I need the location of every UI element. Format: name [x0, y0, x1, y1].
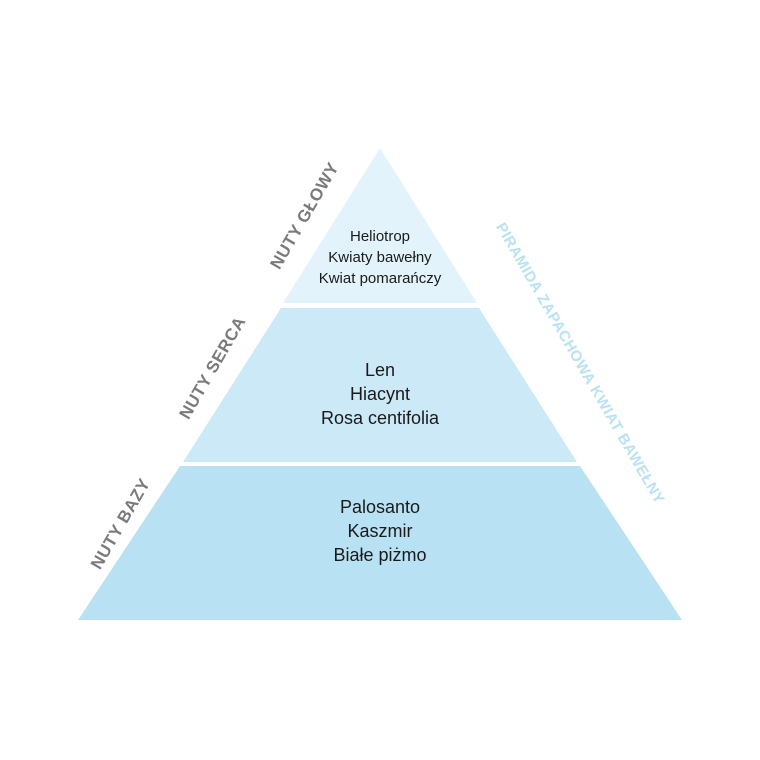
base-notes-list: Palosanto Kaszmir Białe piżmo: [280, 495, 480, 567]
heart-notes-list: Len Hiacynt Rosa centifolia: [280, 358, 480, 430]
heart-note-3: Rosa centifolia: [320, 408, 440, 428]
base-note-2: Kaszmir: [347, 521, 413, 541]
base-note-3: Białe piżmo: [333, 545, 427, 565]
heart-note-1: Len: [364, 360, 396, 380]
pyramid-tier-middle: [183, 308, 577, 462]
pyramid-tier-base: [78, 466, 682, 620]
top-note-1: Heliotrop: [349, 228, 411, 245]
top-notes-list: Heliotrop Kwiaty bawełny Kwiat pomarańcz…: [280, 226, 480, 289]
top-note-3: Kwiat pomarańczy: [318, 270, 442, 287]
pyramid-tier-top: [283, 148, 477, 303]
top-note-2: Kwiaty bawełny: [328, 249, 432, 266]
heart-note-2: Hiacynt: [349, 384, 411, 404]
base-note-1: Palosanto: [339, 497, 421, 517]
